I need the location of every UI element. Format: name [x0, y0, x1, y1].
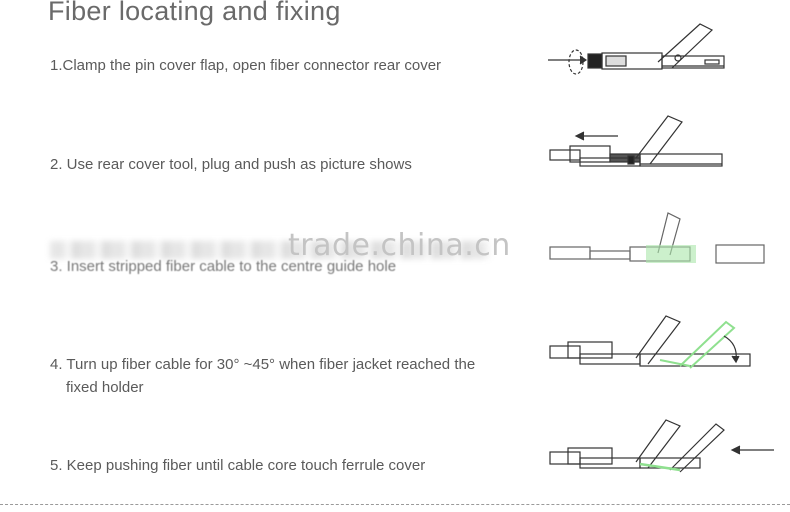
- step-3-figure: [549, 212, 765, 264]
- dashed-divider: [0, 504, 790, 505]
- step-4-line-1: 4. Turn up fiber cable for 30° ~45° when…: [50, 356, 476, 373]
- step-3-text: 3. Insert stripped fiber cable to the ce…: [50, 258, 397, 275]
- watermark: trade.china.cn: [288, 228, 511, 263]
- step-1-figure: [548, 23, 725, 75]
- step-4-figure: [549, 315, 751, 369]
- step-4-line-2: fixed holder: [66, 379, 144, 396]
- blurred-band: [50, 241, 490, 259]
- step-1-text: 1.Clamp the pin cover flap, open fiber c…: [50, 57, 442, 74]
- step-5-text: 5. Keep pushing fiber until cable core t…: [50, 457, 426, 474]
- page-title: Fiber locating and fixing: [48, 0, 341, 26]
- step-4-text: 4. Turn up fiber cable for 30° ~45° when…: [50, 353, 475, 399]
- step-2-figure: [549, 115, 723, 167]
- step-2-text: 2. Use rear cover tool, plug and push as…: [50, 156, 412, 173]
- step-5-figure: [549, 419, 774, 473]
